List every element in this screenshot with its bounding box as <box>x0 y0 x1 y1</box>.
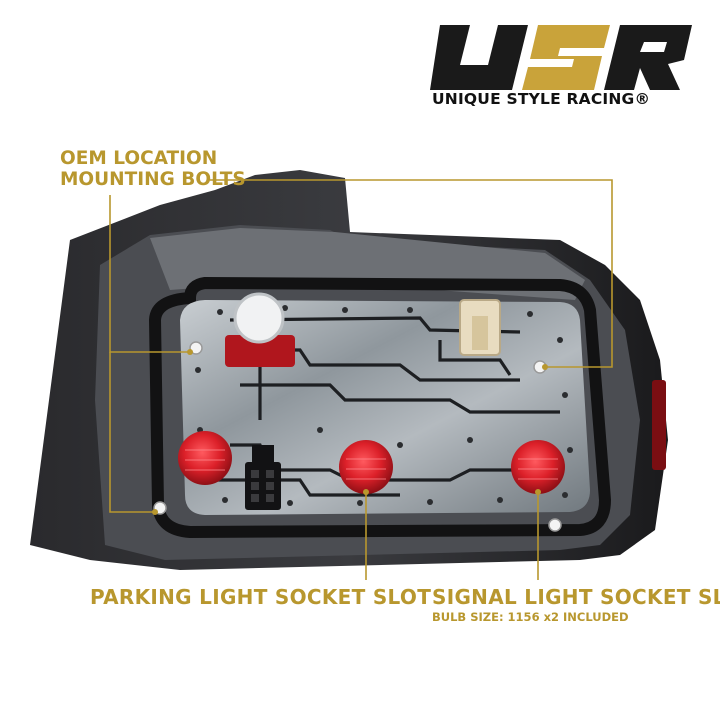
callout-parking-socket: PARKING LIGHT SOCKET SLOT <box>90 585 432 609</box>
parking-lens-left <box>178 431 232 485</box>
red-reflector-left <box>225 335 295 367</box>
callout-signal-socket: SIGNAL LIGHT SOCKET SLOT <box>432 585 720 609</box>
side-reflector-right <box>652 380 666 470</box>
plate-rivets <box>195 305 573 506</box>
bolt-upper-left <box>189 341 203 355</box>
white-socket-top-left <box>233 292 285 344</box>
callout-oem-location: OEM LOCATION <box>60 148 218 169</box>
usr-logo <box>430 25 692 90</box>
callout-bulb-size: BULB SIZE: 1156 x2 INCLUDED <box>432 610 629 624</box>
gasket-ring <box>148 276 612 539</box>
parking-lens-center <box>339 440 393 494</box>
brand-tagline: UNIQUE STYLE RACING® <box>432 90 651 108</box>
callout-mounting-bolts: MOUNTING BOLTS <box>60 169 246 190</box>
callout-lines <box>109 179 613 580</box>
signal-lens-right <box>511 440 565 494</box>
wiring-connector <box>245 462 281 510</box>
bolt-lower-right <box>548 518 562 532</box>
